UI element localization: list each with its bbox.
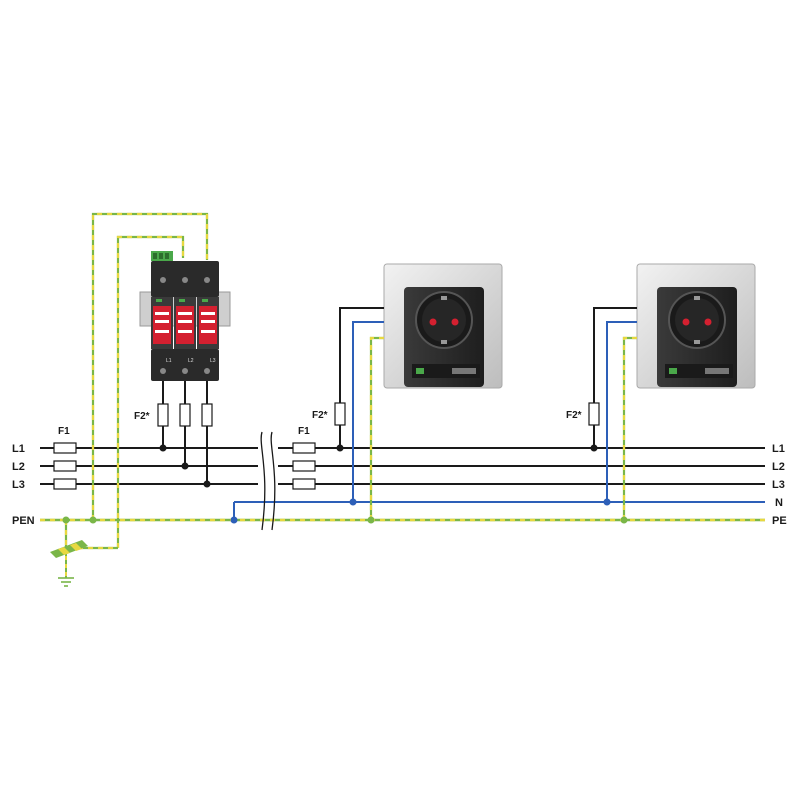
spd-connection-wires: F2* [134, 381, 213, 488]
socket-1-pin-right [451, 318, 459, 326]
pen-junctions [62, 516, 238, 524]
fuse-f1-mid-l1 [292, 442, 316, 454]
label-l2-left: L2 [12, 461, 25, 473]
ground-icon [58, 577, 74, 587]
bus-lines [40, 447, 765, 522]
spd-terminal-label-l3: L3 [210, 358, 216, 364]
label-f2-socket-1: F2* [312, 410, 328, 421]
earthing-bar [50, 540, 88, 558]
fuse-f2-socket-2 [588, 402, 600, 426]
label-pe-right: PE [772, 515, 787, 527]
fuse-f2-socket-1 [334, 402, 346, 426]
label-n-right: N [775, 497, 783, 509]
surge-protection-device: L1 L2 L3 [139, 251, 231, 381]
label-l2-right: L2 [772, 461, 785, 473]
spd-terminal-label-l2: L2 [188, 358, 194, 364]
socket-outlet-1 [383, 263, 503, 389]
fuse-f1-l3 [53, 478, 77, 490]
fuse-group-f1-left: F1 [53, 426, 77, 490]
label-f2-spd: F2* [134, 411, 150, 422]
bus-break-marks [260, 431, 276, 531]
label-f2-socket-2: F2* [566, 410, 582, 421]
left-labels: L1 L2 L3 PEN [12, 443, 35, 527]
right-labels: L1 L2 L3 N PE [772, 443, 787, 527]
socket-1-pin-left [429, 318, 437, 326]
socket-outlet-2 [636, 263, 756, 389]
label-f1-left: F1 [58, 426, 70, 437]
socket-1-wires: F2* [312, 307, 384, 524]
fuse-f1-mid-l2 [292, 460, 316, 472]
fuse-f2-spd-3 [201, 403, 213, 427]
fuse-f1-mid-l3 [292, 478, 316, 490]
spd-bottom-housing [151, 349, 219, 381]
fuse-group-f1-mid: F1 [292, 426, 316, 490]
label-l3-right: L3 [772, 479, 785, 491]
socket-2-wires: F2* [566, 307, 637, 524]
fuse-f1-l2 [53, 460, 77, 472]
label-f1-mid: F1 [298, 426, 310, 437]
fuse-f1-l1 [53, 442, 77, 454]
fuse-f2-spd-1 [157, 403, 169, 427]
label-l3-left: L3 [12, 479, 25, 491]
label-l1-right: L1 [772, 443, 785, 455]
spd-terminal-label-l1: L1 [166, 358, 172, 364]
label-pen-left: PEN [12, 515, 35, 527]
fuse-f2-spd-2 [179, 403, 191, 427]
label-l1-left: L1 [12, 443, 25, 455]
socket-2-pin-right [704, 318, 712, 326]
socket-2-pin-left [682, 318, 690, 326]
